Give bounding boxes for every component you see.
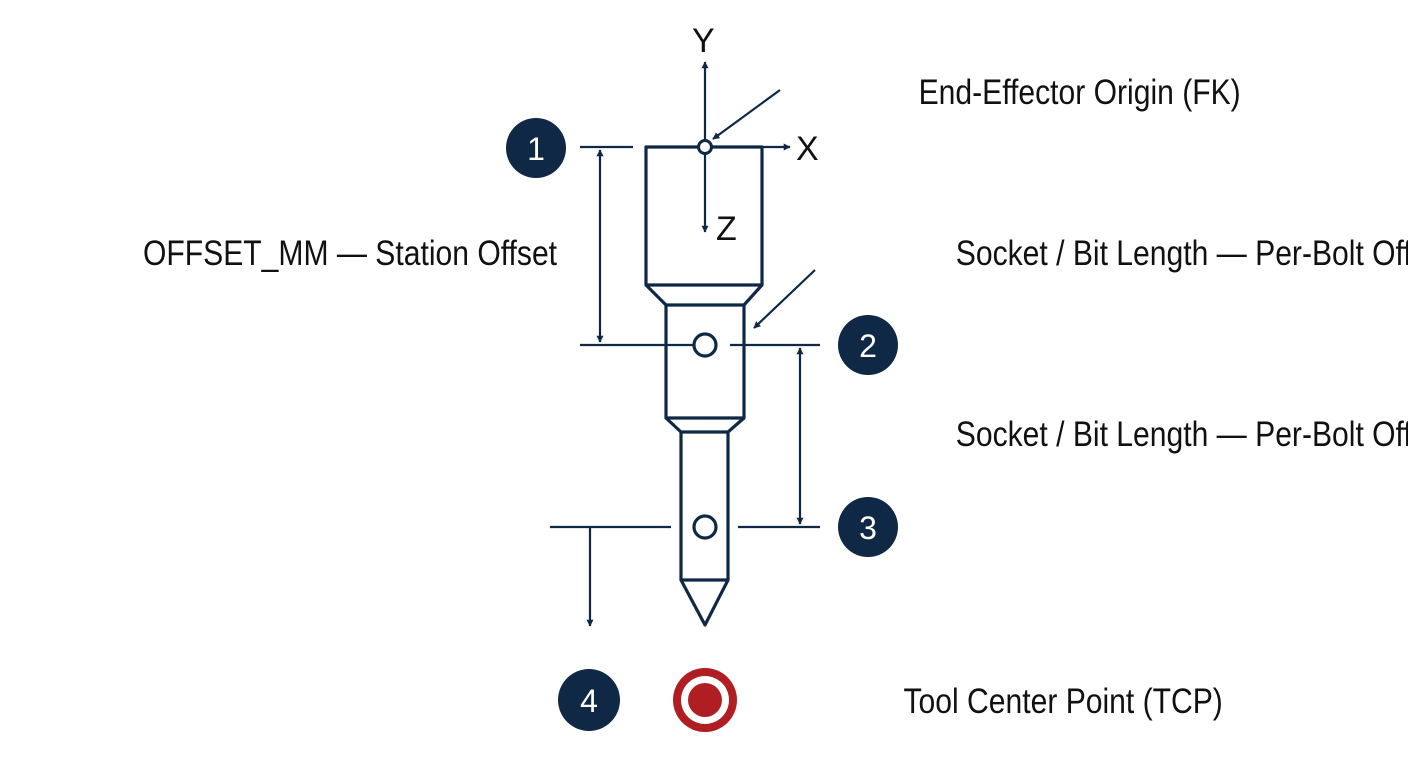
marker-4-badge [558, 669, 620, 731]
marker-1-badge [506, 118, 566, 178]
tcp-target-icon [673, 668, 737, 732]
socket-offset-label-upper: Socket / Bit Length — Per-Bolt Offset [956, 233, 1408, 273]
marker-1-number: 1 [527, 131, 545, 167]
coordinate-frame: Y X Z [692, 22, 819, 248]
tool-lower-taper [664, 416, 746, 434]
bit-reference-hole [692, 514, 718, 540]
socket-reference-hole [692, 332, 718, 358]
marker-3-badge [838, 497, 898, 557]
tool-upper-taper [644, 283, 764, 307]
marker-3-number: 3 [859, 510, 877, 546]
x-axis-label: X [796, 130, 819, 168]
origin-leader-arrow [712, 89, 781, 140]
y-axis-label: Y [692, 22, 715, 60]
tcp-label: Tool Center Point (TCP) [903, 681, 1222, 721]
origin-label: End-Effector Origin (FK) [919, 72, 1241, 112]
z-axis-label: Z [716, 210, 737, 248]
station-offset-label: OFFSET_MM — Station Offset [143, 233, 557, 273]
socket-length-leader-arrow [753, 269, 816, 329]
end-effector-origin-point [697, 139, 713, 155]
tool-bit-tip [679, 579, 730, 627]
tool-bit-shaft [679, 432, 730, 582]
socket-offset-label-lower: Socket / Bit Length — Per-Bolt Offset [956, 414, 1408, 454]
marker-2-number: 2 [859, 328, 877, 364]
marker-4-number: 4 [580, 683, 598, 719]
tool-socket [664, 305, 746, 420]
marker-2-badge [838, 315, 898, 375]
